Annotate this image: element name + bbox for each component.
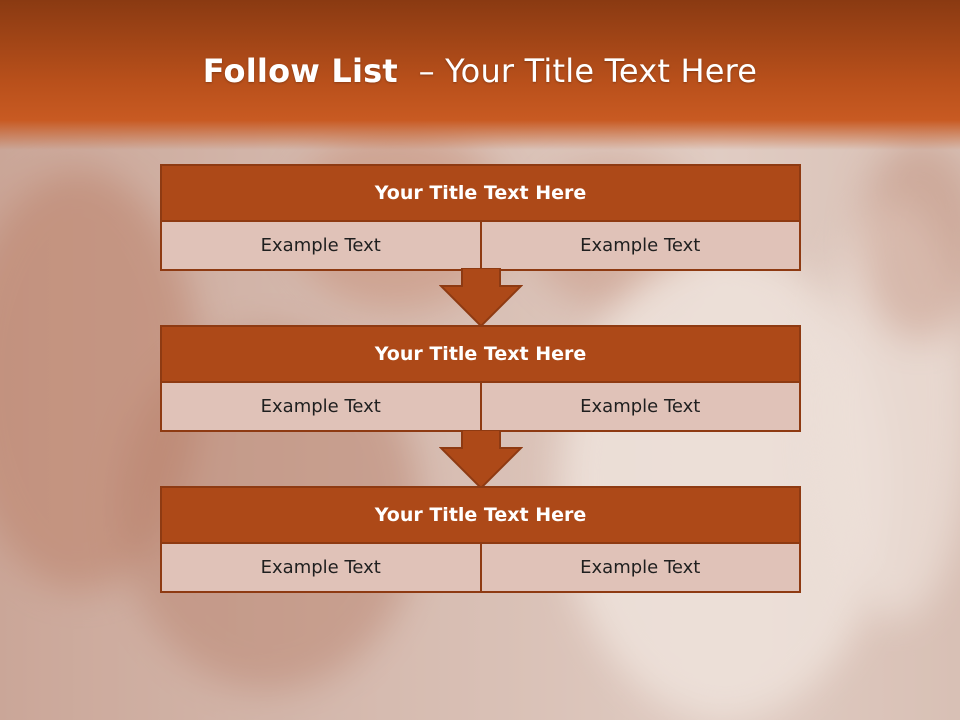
step-title: Your Title Text Here (160, 164, 801, 222)
step-title: Your Title Text Here (160, 325, 801, 383)
header-band (0, 0, 960, 150)
step-cell-left: Example Text (162, 222, 480, 269)
slide-title-bold: Follow List (202, 52, 398, 90)
slide-title: Follow List – Your Title Text Here (0, 52, 960, 90)
step-cell-right: Example Text (479, 544, 799, 591)
step-cell-right: Example Text (479, 222, 799, 269)
step-cell-left: Example Text (162, 544, 480, 591)
step-box-3: Your Title Text Here Example Text Exampl… (160, 486, 801, 593)
step-row: Example Text Example Text (160, 222, 801, 271)
step-cell-left: Example Text (162, 383, 480, 430)
step-row: Example Text Example Text (160, 544, 801, 593)
step-row: Example Text Example Text (160, 383, 801, 432)
down-arrow-icon (439, 430, 523, 490)
step-title: Your Title Text Here (160, 486, 801, 544)
slide-title-rest: – Your Title Text Here (418, 52, 758, 90)
step-box-1: Your Title Text Here Example Text Exampl… (160, 164, 801, 271)
step-cell-right: Example Text (479, 383, 799, 430)
step-box-2: Your Title Text Here Example Text Exampl… (160, 325, 801, 432)
down-arrow-icon (439, 268, 523, 328)
